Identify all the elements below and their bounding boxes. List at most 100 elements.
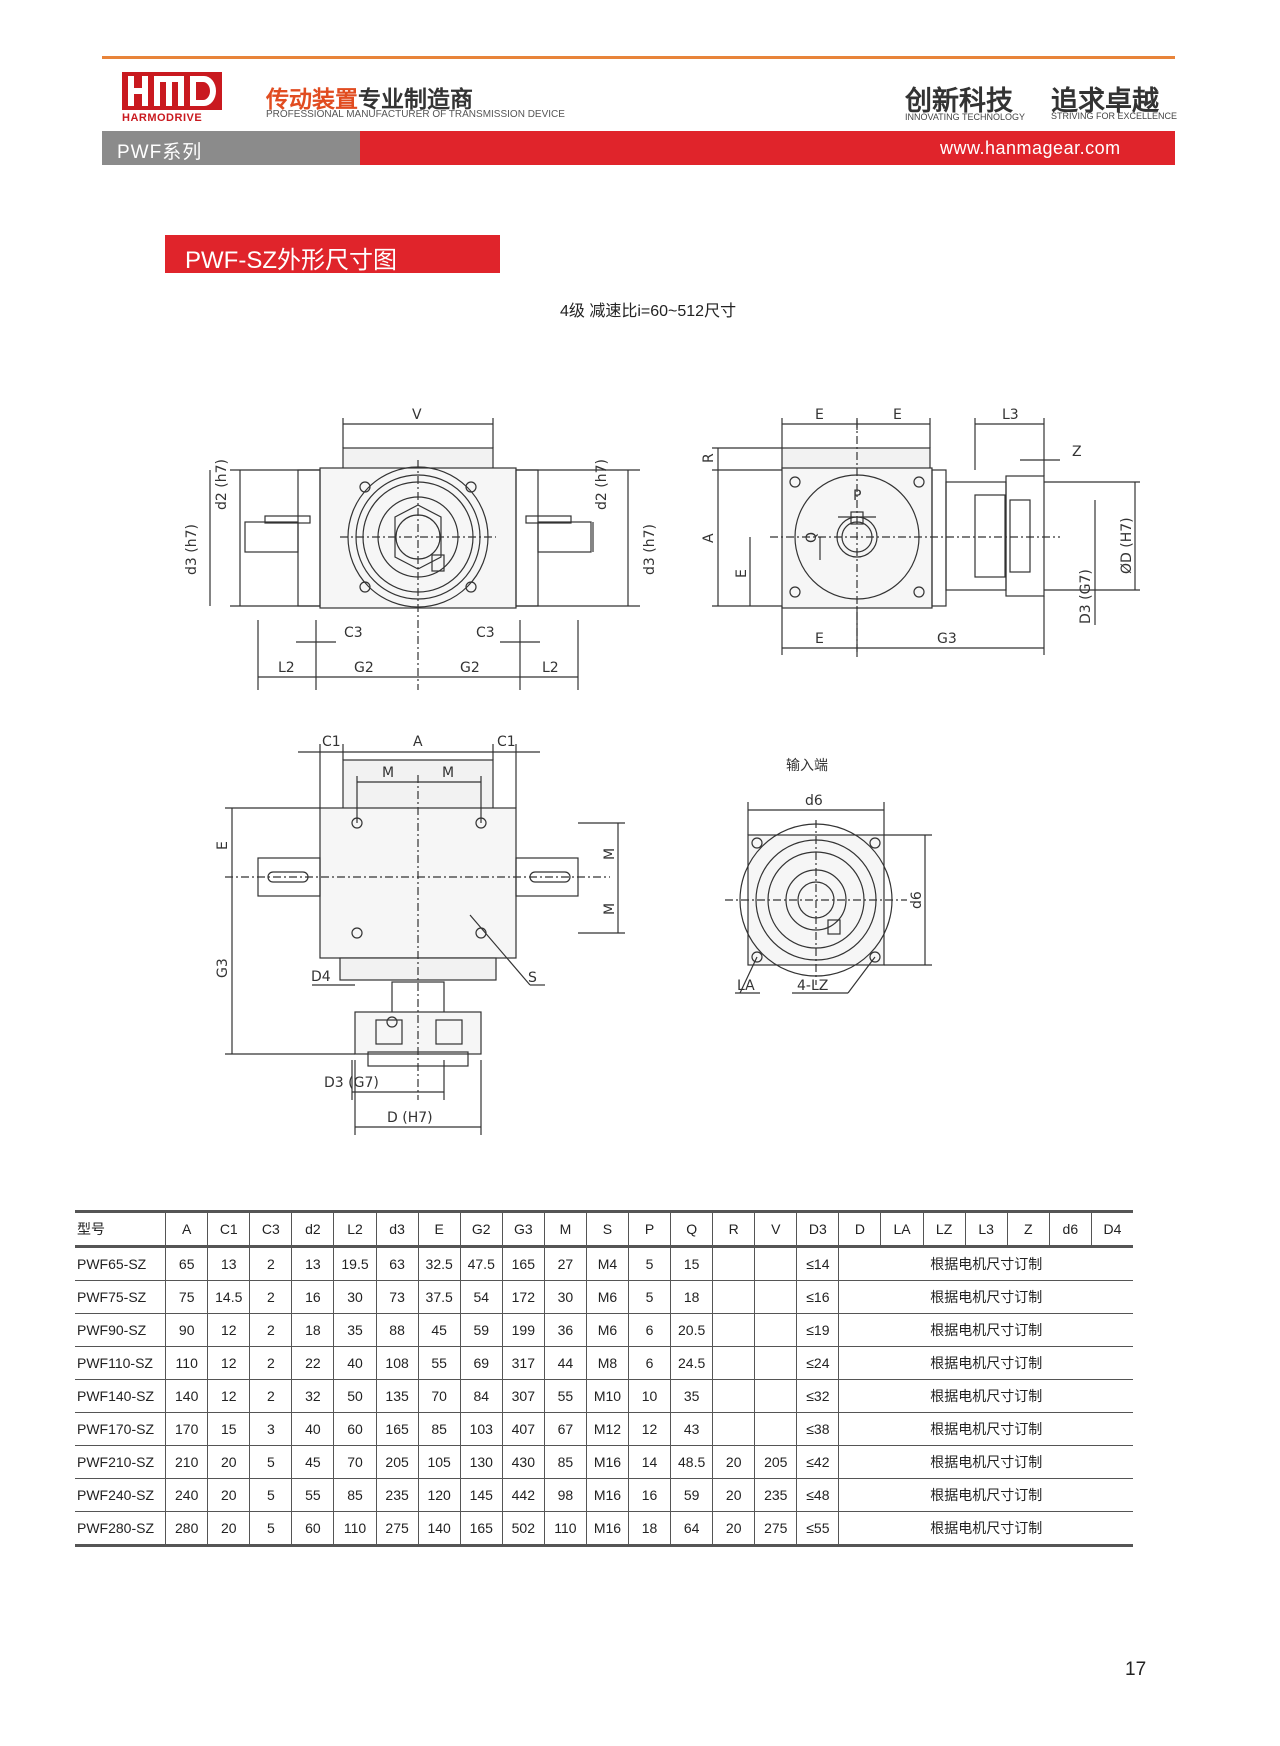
table-cell: PWF210-SZ <box>77 1454 155 1470</box>
table-header-cell: G3 <box>501 1211 545 1247</box>
table-header-cell: D4 <box>1090 1211 1133 1247</box>
table-cell: 54 <box>459 1280 503 1314</box>
label-E2: E <box>893 407 902 423</box>
table-cell: 43 <box>670 1412 713 1446</box>
table-cell: 18 <box>291 1313 334 1347</box>
table-cell: M10 <box>585 1379 629 1413</box>
table-cell: 20 <box>207 1511 250 1546</box>
table-cell: 98 <box>543 1478 587 1512</box>
table-cell: PWF90-SZ <box>77 1322 147 1338</box>
motto-cn-2: 追求卓越 <box>1051 86 1159 117</box>
table-cell: 35 <box>670 1379 713 1413</box>
logo-subtext: HARMODRIVE <box>122 112 203 124</box>
label-d2-right: d2 (h7) <box>594 459 610 510</box>
table-header-cell: G2 <box>459 1211 503 1247</box>
table-note-cell: 根据电机尺寸订制 <box>838 1313 1133 1347</box>
table-cell <box>712 1280 755 1314</box>
label-L3: L3 <box>1002 407 1019 423</box>
tagline-en: PROFESSIONAL MANUFACTURER OF TRANSMISSIO… <box>266 109 565 120</box>
table-cell: 5 <box>628 1280 671 1314</box>
table-note-cell: 根据电机尺寸订制 <box>838 1445 1133 1479</box>
label-M-v1: M <box>602 848 618 860</box>
table-header-cell: V <box>754 1211 797 1247</box>
table-cell: 18 <box>670 1280 713 1314</box>
label-C3-left: C3 <box>344 625 363 641</box>
label-A-side: A <box>701 533 717 543</box>
label-C3-right: C3 <box>476 625 495 641</box>
label-d2-left: d2 (h7) <box>214 459 230 510</box>
table-header-cell: M <box>543 1211 587 1247</box>
table-cell: 64 <box>670 1511 713 1546</box>
table-cell <box>754 1379 797 1413</box>
table-cell: 14.5 <box>207 1280 250 1314</box>
table-cell: 2 <box>249 1280 292 1314</box>
table-cell: 73 <box>375 1280 419 1314</box>
label-A-top: A <box>413 734 423 750</box>
table-cell <box>754 1412 797 1446</box>
table-cell: 275 <box>375 1511 419 1546</box>
table-cell: 45 <box>291 1445 334 1479</box>
table-cell: 407 <box>501 1412 545 1446</box>
table-cell: 165 <box>501 1246 545 1281</box>
table-cell: M6 <box>585 1280 629 1314</box>
label-E-top: E <box>215 841 231 850</box>
table-cell: 110 <box>165 1346 208 1380</box>
table-cell: 12 <box>628 1412 671 1446</box>
table-cell: ≤32 <box>796 1379 839 1413</box>
table-cell <box>754 1346 797 1380</box>
table-cell: 2 <box>249 1346 292 1380</box>
label-S: S <box>528 970 537 986</box>
table-note-cell: 根据电机尺寸订制 <box>838 1412 1133 1446</box>
table-cell: 45 <box>417 1313 461 1347</box>
label-D3-G7-side: D3 (G7) <box>1078 569 1094 624</box>
table-cell: 108 <box>375 1346 419 1380</box>
label-LA: LA <box>737 978 755 994</box>
table-cell: 20 <box>712 1511 755 1546</box>
table-cell: 40 <box>333 1346 377 1380</box>
table-cell: 27 <box>543 1246 587 1281</box>
table-note-cell: 根据电机尺寸订制 <box>838 1280 1133 1314</box>
table-cell: M6 <box>585 1313 629 1347</box>
table-cell: 5 <box>628 1246 671 1281</box>
table-cell: M16 <box>585 1478 629 1512</box>
table-cell: 502 <box>501 1511 545 1546</box>
website-link[interactable]: www.hanmagear.com <box>940 138 1121 158</box>
motto-cn-1: 创新科技 <box>905 86 1013 117</box>
series-band <box>102 131 360 165</box>
label-G2-right: G2 <box>460 660 480 676</box>
table-cell: 12 <box>207 1313 250 1347</box>
label-M-v2: M <box>602 903 618 915</box>
table-note-cell: 根据电机尺寸订制 <box>838 1246 1133 1281</box>
label-M1: M <box>382 765 394 781</box>
table-header-cell: A <box>165 1211 208 1247</box>
table-cell: 103 <box>459 1412 503 1446</box>
label-G3-side: G3 <box>937 631 957 647</box>
table-cell: 90 <box>165 1313 208 1347</box>
label-G3-top: G3 <box>215 958 231 978</box>
table-header-cell: E <box>417 1211 461 1247</box>
table-cell: 145 <box>459 1478 503 1512</box>
table-header-cell: C3 <box>249 1211 292 1247</box>
table-cell: 120 <box>417 1478 461 1512</box>
table-cell: 24.5 <box>670 1346 713 1380</box>
table-cell: 110 <box>543 1511 587 1546</box>
table-cell: 317 <box>501 1346 545 1380</box>
front-view <box>209 418 640 690</box>
table-cell <box>712 1246 755 1281</box>
table-cell: 12 <box>207 1379 250 1413</box>
harmodrive-logo <box>122 72 222 110</box>
label-E1: E <box>815 407 824 423</box>
table-cell: 69 <box>459 1346 503 1380</box>
dimension-drawings: V d2 (h7) d3 (h7) d2 (h7) d3 (h7) C3 C3 … <box>184 407 1140 1135</box>
label-d6-right: d6 <box>909 891 925 909</box>
table-cell: PWF75-SZ <box>77 1289 147 1305</box>
tagline-cn: 传动装置专业制造商 <box>266 80 473 114</box>
table-cell: 70 <box>417 1379 461 1413</box>
table-header-cell: D <box>838 1211 881 1247</box>
